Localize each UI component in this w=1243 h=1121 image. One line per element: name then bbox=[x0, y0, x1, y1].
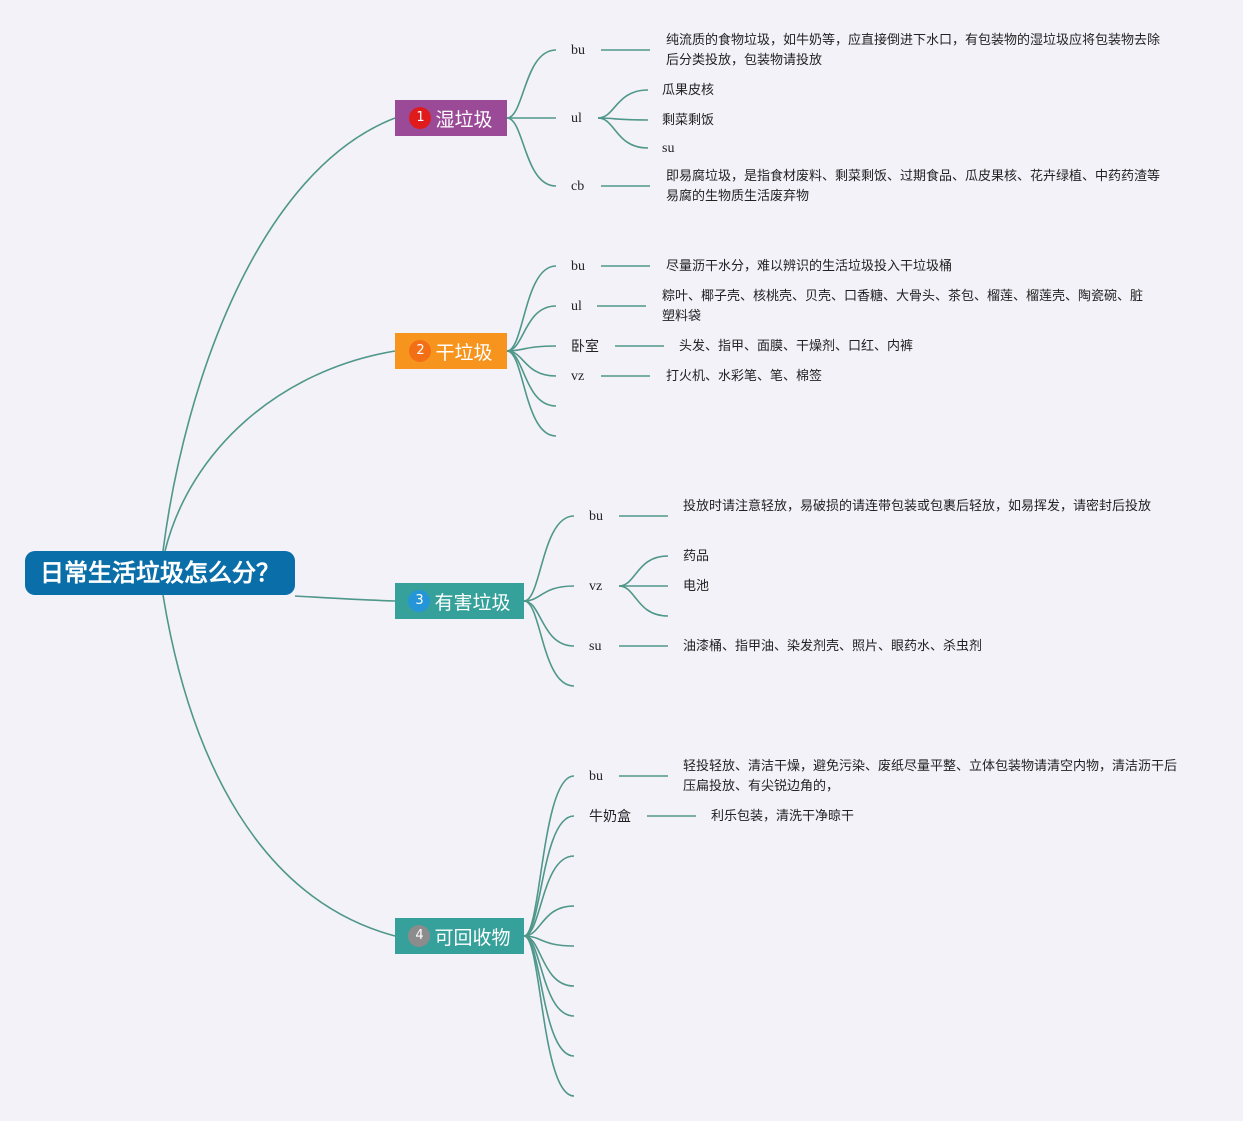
leaf-text[interactable]: 药品 bbox=[683, 549, 710, 564]
branch-label[interactable]: su bbox=[589, 639, 602, 654]
leaf-text[interactable]: 电池 bbox=[683, 579, 710, 594]
branch-link bbox=[523, 855, 575, 937]
number-badge-icon: 4 bbox=[408, 925, 431, 947]
topic-hazardous-waste[interactable]: 3 有害垃圾 bbox=[395, 583, 524, 619]
branch-text[interactable]: 纯流质的食物垃圾，如牛奶等，应直接倒进下水口，有包装物的湿垃圾应将包装物去除后分… bbox=[666, 33, 1161, 68]
branch-link bbox=[523, 935, 575, 1057]
leaf-text[interactable]: 剩菜剩饭 bbox=[662, 113, 715, 128]
branch-link bbox=[523, 815, 575, 937]
root-link bbox=[162, 117, 396, 552]
leaf-link bbox=[597, 89, 649, 119]
leaf-text[interactable]: 瓜果皮核 bbox=[662, 83, 715, 98]
branch-text[interactable]: 头发、指甲、面膜、干燥剂、口红、内裤 bbox=[679, 339, 914, 354]
topic-recyclables[interactable]: 4 可回收物 bbox=[395, 918, 524, 954]
leaf-text[interactable]: su bbox=[662, 141, 675, 156]
branch-text[interactable]: 尽量沥干水分，难以辨识的生活垃圾投入干垃圾桶 bbox=[666, 259, 953, 274]
branch-label[interactable]: bu bbox=[589, 769, 603, 784]
branch-text[interactable]: 即易腐垃圾，是指食材废料、剩菜剩饭、过期食品、瓜皮果核、花卉绿植、中药药渣等易腐… bbox=[666, 169, 1161, 204]
branch-label[interactable]: ul bbox=[571, 111, 582, 126]
topic-dry-waste[interactable]: 2 干垃圾 bbox=[395, 333, 507, 369]
branch-text[interactable]: 投放时请注意轻放，易破损的请连带包装或包裹后轻放，如易挥发，请密封后投放 bbox=[683, 499, 1152, 514]
branch-link bbox=[506, 350, 557, 437]
branch-label[interactable]: 卧室 bbox=[571, 339, 599, 355]
branch-link bbox=[523, 585, 575, 602]
root-link bbox=[294, 595, 396, 602]
topic-label: 湿垃圾 bbox=[435, 108, 493, 131]
branch-link bbox=[523, 600, 575, 647]
leaf-link bbox=[618, 585, 669, 617]
branch-link bbox=[523, 515, 575, 602]
branch-text[interactable]: 油漆桶、指甲油、染发剂壳、照片、眼药水、杀虫剂 bbox=[683, 639, 983, 654]
branch-link bbox=[523, 775, 575, 937]
leaf-link bbox=[597, 117, 649, 149]
branch-link bbox=[506, 49, 557, 119]
branch-link bbox=[506, 305, 557, 352]
branch-label[interactable]: bu bbox=[571, 259, 585, 274]
branch-link bbox=[523, 600, 575, 687]
branch-label[interactable]: bu bbox=[571, 43, 585, 58]
leaf-link bbox=[618, 555, 669, 587]
branch-label[interactable]: ul bbox=[571, 299, 582, 314]
root-link bbox=[164, 350, 396, 552]
number-badge-icon: 1 bbox=[409, 107, 432, 129]
root-link bbox=[162, 594, 396, 937]
branch-label[interactable]: vz bbox=[589, 579, 603, 594]
branch-text[interactable]: 粽叶、椰子壳、核桃壳、贝壳、口香糖、大骨头、茶包、榴莲、榴莲壳、陶瓷碗、脏塑料袋 bbox=[662, 289, 1144, 324]
branch-text[interactable]: 轻投轻放、清洁干燥，避免污染、废纸尽量平整、立体包装物请清空内物，清洁沥干后压扁… bbox=[683, 759, 1178, 794]
branch-link bbox=[523, 935, 575, 1097]
topic-label: 有害垃圾 bbox=[434, 591, 511, 614]
branch-text[interactable]: 利乐包装，清洗干净晾干 bbox=[711, 809, 855, 824]
branch-label[interactable]: vz bbox=[571, 369, 585, 384]
branch-link bbox=[506, 350, 557, 407]
number-badge-icon: 2 bbox=[409, 340, 432, 362]
branch-label[interactable]: 牛奶盒 bbox=[589, 809, 631, 825]
branch-label[interactable]: bu bbox=[589, 509, 603, 524]
topic-wet-waste[interactable]: 1 湿垃圾 bbox=[395, 100, 507, 136]
number-badge-icon: 3 bbox=[408, 590, 431, 612]
branch-link bbox=[506, 117, 557, 187]
branch-link bbox=[523, 905, 575, 937]
branch-label[interactable]: cb bbox=[571, 179, 585, 194]
branch-text[interactable]: 打火机、水彩笔、笔、棉签 bbox=[666, 369, 823, 384]
topic-label: 可回收物 bbox=[434, 926, 511, 949]
branch-link bbox=[506, 265, 557, 352]
root-topic[interactable]: 日常生活垃圾怎么分？ bbox=[25, 551, 295, 595]
topic-label: 干垃圾 bbox=[435, 341, 493, 364]
